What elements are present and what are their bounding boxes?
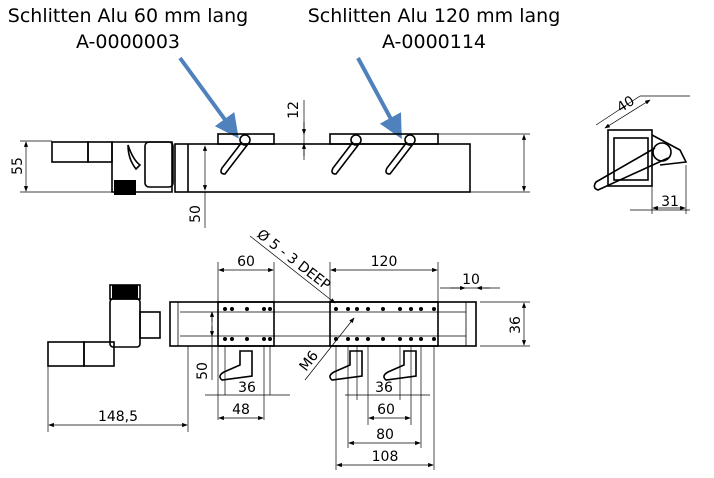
callout-arrow-120 [356, 57, 402, 140]
dim-108: 108 [372, 449, 399, 465]
dim-55: 55 [10, 157, 26, 175]
dim-36-right: 36 [508, 316, 524, 334]
dim-60-bottom: 60 [377, 402, 395, 418]
dim-50-top: 50 [195, 362, 211, 380]
dim-60-top: 60 [237, 254, 255, 270]
dim-148-5: 148,5 [98, 409, 138, 425]
dim-80: 80 [376, 427, 394, 443]
hole-note: Ø 5 - 3 DEEP [254, 227, 334, 294]
thread-note: M6 [297, 348, 323, 374]
dim-10: 10 [462, 272, 480, 288]
dim-40: 40 [614, 93, 638, 116]
callout-120-part: A-0000114 [382, 31, 486, 53]
callout-120-name: Schlitten Alu 120 mm lang [308, 5, 561, 27]
top-view [47, 235, 530, 470]
dim-31: 31 [661, 194, 679, 210]
dim-48: 48 [232, 402, 250, 418]
dim-50-side: 50 [188, 205, 204, 223]
callout-arrow-60 [178, 56, 239, 139]
side-view [20, 100, 530, 228]
dim-36-right-bottom: 36 [375, 380, 393, 396]
dim-120: 120 [371, 254, 398, 270]
dim-36-left: 36 [238, 380, 256, 396]
callout-60-part: A-0000003 [76, 31, 180, 53]
dim-12: 12 [286, 101, 302, 119]
callout-60-name: Schlitten Alu 60 mm lang [8, 5, 248, 27]
end-view [593, 95, 690, 214]
